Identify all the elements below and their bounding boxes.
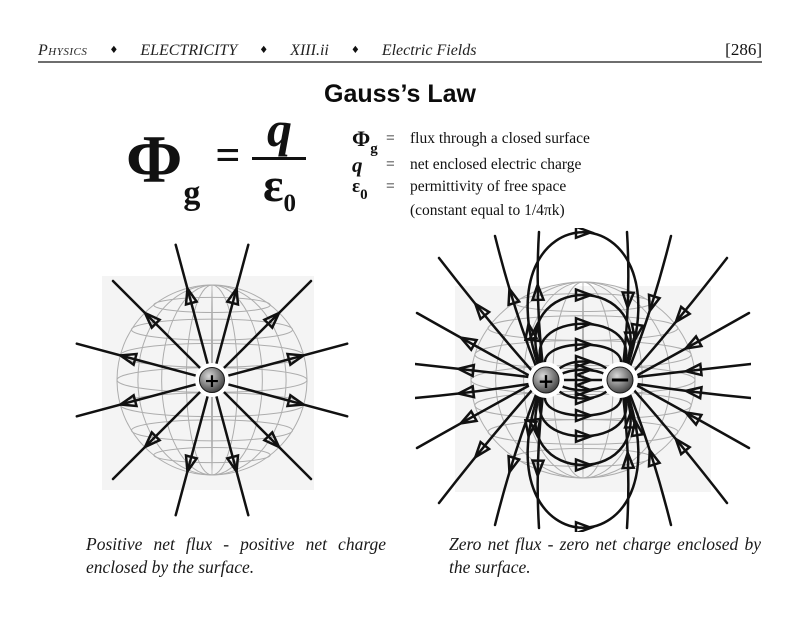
arrowhead-icon <box>682 362 704 377</box>
arrowhead-icon <box>285 393 307 408</box>
arrowhead-icon <box>117 352 139 367</box>
arrowhead-icon <box>620 291 636 312</box>
arrowhead-icon <box>454 363 476 378</box>
dipole-field-lines <box>415 228 751 532</box>
arrowhead-icon <box>530 459 546 480</box>
arrowhead-icon <box>574 408 595 423</box>
arrowhead-icon <box>262 310 282 330</box>
arrowhead-icon <box>574 520 595 532</box>
positive-charge: + <box>528 362 564 398</box>
arrowhead-icon <box>682 410 704 427</box>
def-equals: = <box>386 155 395 173</box>
arrowhead-icon <box>285 352 307 367</box>
arrowhead-icon <box>630 416 645 438</box>
formula-equals: = <box>215 130 241 180</box>
arrowhead-icon <box>574 287 595 303</box>
arrowhead-icon <box>530 281 546 302</box>
arrowhead-icon <box>507 285 522 307</box>
header-item-topic: Electric Fields <box>381 42 477 59</box>
arrowhead-icon <box>630 322 645 344</box>
arrowhead-icon <box>142 430 162 450</box>
arrowhead-icon <box>647 293 662 315</box>
def-equals: = <box>386 130 395 147</box>
positive-charge: + <box>195 363 229 397</box>
def-text-constant: (constant equal to 1/4πk) <box>410 201 565 219</box>
formula-flux-symbol: Φg <box>126 121 201 213</box>
fraction-bar <box>252 157 307 160</box>
arrowhead-icon <box>623 408 638 429</box>
def-text-charge: net enclosed electric charge <box>410 155 582 173</box>
arrowhead-icon <box>620 449 636 470</box>
diamond-icon: ♦ <box>259 45 269 56</box>
negative-charge: − <box>602 362 638 398</box>
arrowhead-icon <box>457 335 479 352</box>
positive-charge-figure: + <box>62 232 362 528</box>
arrowhead-icon <box>473 439 492 460</box>
field-lines-outward <box>75 243 349 517</box>
header-item-section: XIII.ii <box>290 42 329 59</box>
arrowhead-icon <box>574 457 595 473</box>
def-symbol-permittivity: ε0 <box>352 176 368 203</box>
def-text-flux: flux through a closed surface <box>410 130 590 147</box>
symbol-definitions: Φg = flux through a closed surface q = n… <box>352 126 590 223</box>
right-figure-caption: Zero net flux - zero net charge enclosed… <box>449 534 761 577</box>
plus-sign: + <box>538 369 555 393</box>
formula-denominator: ε0 <box>262 159 296 217</box>
def-symbol-flux: Φg <box>352 126 378 157</box>
page-title: Gauss’s Law <box>324 80 476 108</box>
page-header: Physics ♦ ELECTRICITY ♦ XIII.ii ♦ Electr… <box>38 40 762 60</box>
def-spacer <box>386 200 410 223</box>
arrowhead-icon <box>454 384 476 399</box>
minus-sign: − <box>609 365 631 395</box>
arrowhead-icon <box>574 362 595 378</box>
header-item-physics: Physics <box>38 42 88 59</box>
formula-fraction: q ε0 <box>252 101 307 217</box>
arrowhead-icon <box>184 285 199 307</box>
dipole-figure: + − <box>415 228 751 532</box>
arrowhead-icon <box>184 453 199 475</box>
arrowhead-icon <box>574 428 595 444</box>
arrowhead-icon <box>574 391 595 406</box>
arrowhead-icon <box>574 228 595 240</box>
header-item-electricity: ELECTRICITY <box>140 42 238 59</box>
arrowhead-icon <box>574 316 595 332</box>
arrowhead-icon <box>117 393 139 408</box>
arrowhead-icon <box>225 285 240 307</box>
arrowhead-icon <box>623 331 638 352</box>
left-figure-caption: Positive net flux - positive net charge … <box>86 534 386 577</box>
header-divider <box>38 61 762 63</box>
arrowhead-icon <box>523 418 539 440</box>
arrowhead-icon <box>682 334 704 351</box>
arrowhead-icon <box>574 354 595 369</box>
plus-sign: + <box>204 370 220 392</box>
arrowhead-icon <box>142 310 162 330</box>
gauss-law-formula: Φg = q ε0 <box>126 101 307 217</box>
arrowhead-icon <box>673 304 692 325</box>
arrowhead-icon <box>647 446 662 468</box>
page-number: [286] <box>725 40 762 59</box>
def-spacer <box>352 200 386 223</box>
arrowhead-icon <box>507 454 522 476</box>
arrowhead-icon <box>574 372 595 388</box>
arrowhead-icon <box>473 301 492 322</box>
arrowhead-icon <box>262 430 282 450</box>
def-symbol-charge: q <box>352 152 363 177</box>
diamond-icon: ♦ <box>109 45 119 56</box>
arrowhead-icon <box>574 337 595 352</box>
diamond-icon: ♦ <box>350 45 360 56</box>
arrowhead-icon <box>574 382 595 398</box>
def-text-permittivity: permittivity of free space <box>410 178 567 195</box>
arrowhead-icon <box>673 436 692 457</box>
arrowhead-icon <box>523 320 539 342</box>
arrowhead-icon <box>682 385 703 401</box>
def-equals: = <box>386 178 395 195</box>
arrowhead-icon <box>225 453 240 475</box>
formula-numerator: q <box>266 101 292 157</box>
arrowhead-icon <box>457 409 479 426</box>
